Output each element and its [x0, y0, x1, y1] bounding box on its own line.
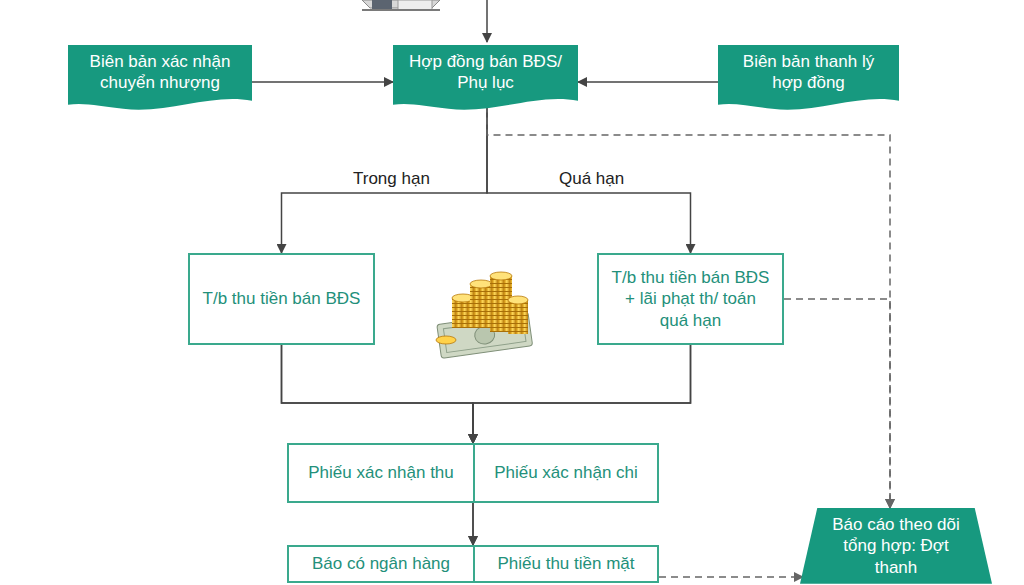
node-text: T/b thu tiền bán BĐS: [203, 288, 361, 309]
connector: [473, 345, 691, 443]
node-text: Báo có ngân hàng: [312, 553, 450, 574]
connector: [487, 106, 691, 254]
node-text: Hợp đồng bán BĐS/ Phụ lục: [403, 51, 568, 94]
edge-label: Quá hạn: [556, 169, 627, 189]
dashed-connector: [659, 576, 803, 578]
connector: [472, 503, 474, 545]
shape-fill: [718, 45, 899, 110]
edge-label: Trong hạn: [350, 169, 433, 189]
shape-fill: [393, 45, 578, 110]
node-text: Phiếu xác nhận chi: [494, 462, 638, 483]
house-icon: [362, 0, 440, 10]
node-text: Biên bản xác nhận chuyển nhượng: [78, 51, 242, 94]
flow-line: [486, 0, 488, 42]
connector: [282, 106, 488, 254]
process-box: Báo có ngân hàng: [287, 545, 475, 583]
node-text: Phiếu xác nhận thu: [308, 462, 454, 483]
connector: [282, 345, 474, 443]
node-text: Biên bản thanh lý hợp đồng: [728, 51, 889, 94]
document-shape: Biên bản thanh lý hợp đồng: [718, 45, 899, 112]
connector: [472, 503, 474, 545]
document-shape: Biên bản xác nhận chuyển nhượng: [68, 45, 252, 112]
connector: [252, 81, 393, 83]
process-box: T/b thu tiền bán BĐS: [188, 253, 375, 345]
document-shape: Hợp đồng bán BĐS/ Phụ lục: [393, 45, 578, 112]
dashed-connector: [784, 299, 890, 508]
process-box: T/b thu tiền bán BĐS + lãi phạt th/ toán…: [597, 253, 784, 345]
connector: [282, 345, 474, 443]
process-box: Phiếu xác nhận thu: [287, 443, 475, 503]
connector: [578, 81, 718, 83]
connector: [473, 345, 691, 443]
node-text: Phiếu thu tiền mặt: [497, 553, 634, 574]
report-trapezoid: Báo cáo theo dõi tổng hợp: Đợt thanh: [800, 508, 992, 584]
node-text: Báo cáo theo dõi tổng hợp: Đợt thanh: [826, 514, 966, 578]
process-box: Phiếu thu tiền mặt: [473, 545, 659, 583]
node-text: T/b thu tiền bán BĐS + lãi phạt th/ toán…: [609, 267, 772, 331]
shape-fill: [68, 45, 252, 110]
money-icon: [436, 272, 533, 358]
shape-fill: [800, 508, 992, 584]
process-box: Phiếu xác nhận chi: [473, 443, 659, 503]
